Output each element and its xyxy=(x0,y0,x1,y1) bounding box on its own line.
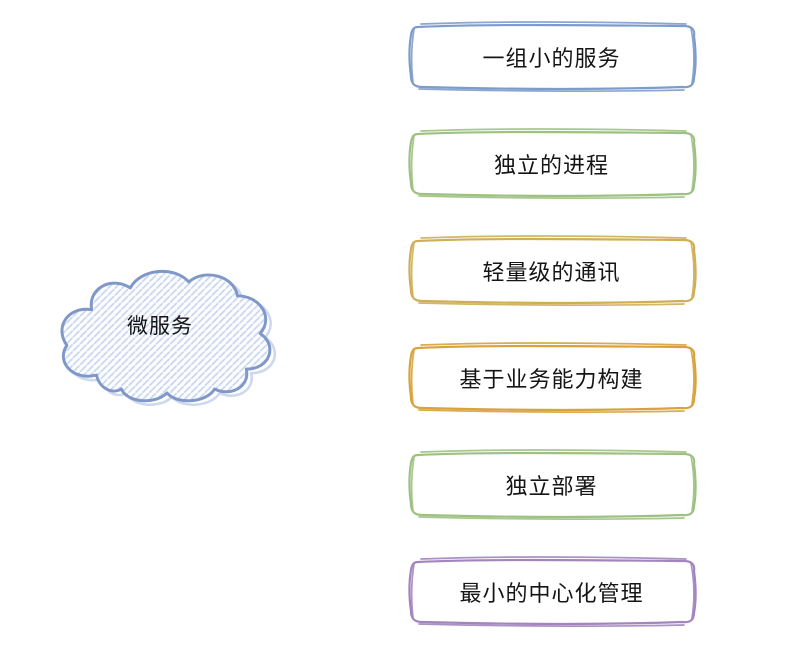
sketch-border xyxy=(408,449,697,520)
concept-box-communication: 轻量级的通讯 xyxy=(403,234,700,307)
concept-box-centralized-management: 最小的中心化管理 xyxy=(403,555,700,628)
cloud-shape: 微服务 xyxy=(52,252,280,410)
sketch-border xyxy=(408,556,697,627)
sketch-border xyxy=(408,21,697,92)
sketch-border xyxy=(408,342,697,413)
concept-box-services: 一组小的服务 xyxy=(403,20,700,93)
concept-box-business-capability: 基于业务能力构建 xyxy=(403,341,700,414)
concept-box-process: 独立的进程 xyxy=(403,127,700,200)
concept-box-deployment: 独立部署 xyxy=(403,448,700,521)
sketch-border xyxy=(408,128,697,199)
sketch-border xyxy=(408,235,697,306)
cloud-icon xyxy=(60,269,277,406)
concept-box-list: 一组小的服务 独立的进程 轻量级的通讯 基于业务能力构建 xyxy=(403,20,700,628)
